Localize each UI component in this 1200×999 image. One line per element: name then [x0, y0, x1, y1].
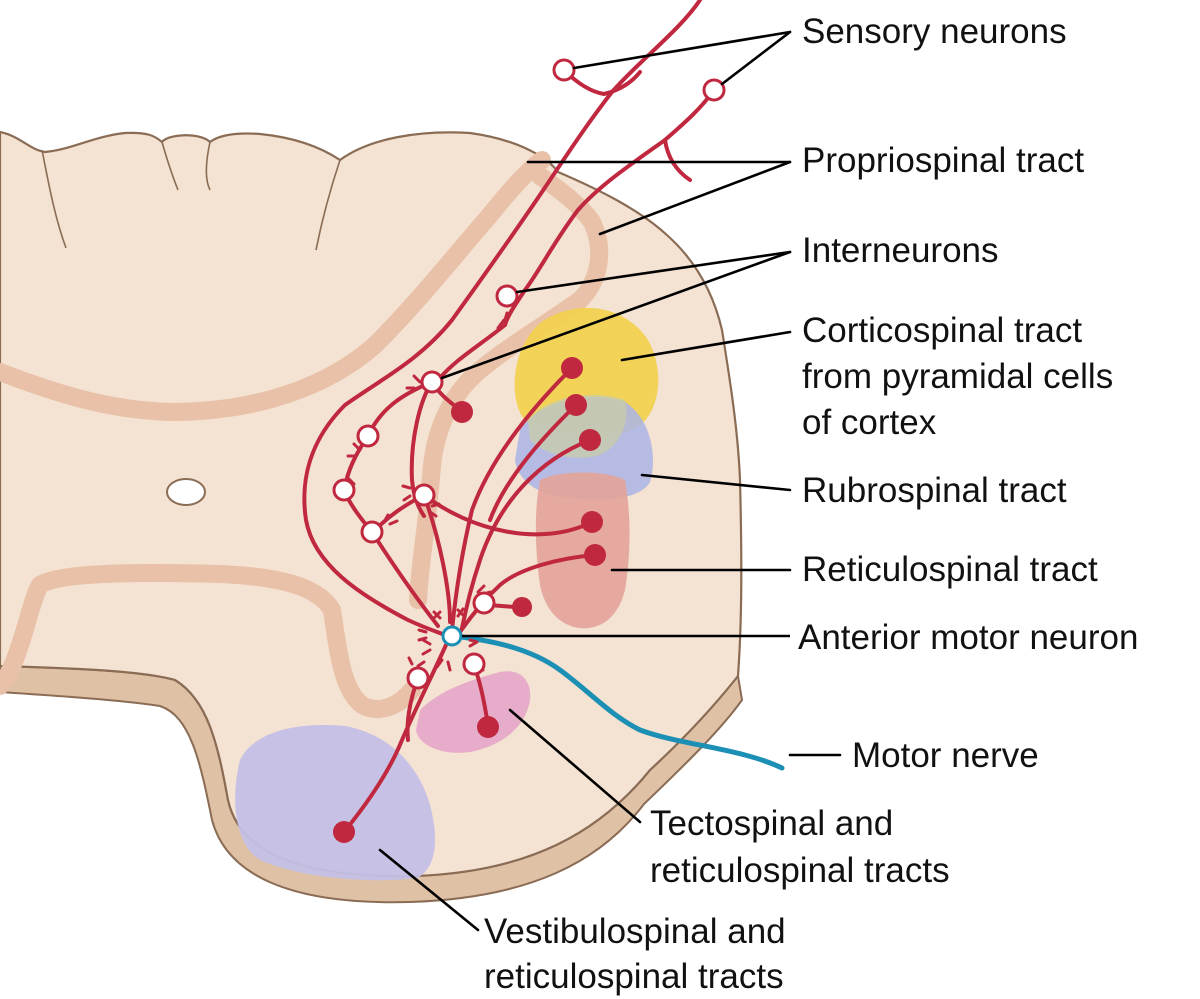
tract-overlap-region [528, 394, 627, 458]
label-tectospinal-line2: reticulospinal tracts [650, 851, 950, 890]
posterior-sulcus [41, 141, 341, 251]
corticospinal-fiber [450, 366, 574, 632]
interneuron-terminal-dot [451, 401, 473, 423]
labels: Sensory neurons Propriospinal tract Inte… [484, 12, 1138, 996]
vestibulospinal-tract-region [235, 725, 436, 881]
central-canal [166, 478, 206, 506]
vestibulospinal-fiber [342, 643, 448, 834]
tract-regions [235, 307, 659, 881]
label-corticospinal-line1: Corticospinal tract [802, 311, 1082, 350]
interneuron-lateral [422, 493, 594, 537]
reticulo-terminal-dot [512, 597, 532, 617]
sensory-neuron-2-body [702, 78, 726, 102]
label-anterior-motor-neuron: Anterior motor neuron [798, 618, 1138, 657]
interneuron-body-9 [462, 652, 486, 676]
reticulospinal-cell-dot-2 [584, 544, 606, 566]
label-vestibulospinal-line2: reticulospinal tracts [484, 957, 784, 996]
open-neuron-bodies [332, 58, 726, 690]
leader-inter-1 [515, 250, 792, 294]
label-reticulospinal-tract: Reticulospinal tract [802, 550, 1098, 589]
leader-sensory-2 [720, 30, 792, 86]
label-corticospinal-line2: from pyramidal cells [802, 357, 1113, 396]
leader-vestibulospinal [378, 848, 480, 932]
interneuron-to-motor-2 [422, 493, 452, 624]
corticospinal-cell-dot [561, 357, 583, 379]
sensory-neuron-2-branch [663, 138, 692, 182]
sensory-neuron-1-axon [302, 0, 702, 638]
label-motor-nerve: Motor nerve [852, 736, 1039, 775]
interneuron-body-2 [420, 370, 444, 394]
label-propriospinal-tract: Propriospinal tract [802, 141, 1084, 180]
vestibulospinal-cell-dot [333, 821, 355, 843]
reticulospinal-tract-region [535, 472, 630, 629]
interneuron-body-4 [332, 478, 356, 502]
label-corticospinal-line3: of cortex [802, 403, 937, 442]
interneuron-chain-b [409, 380, 434, 518]
interneuron-body-1 [495, 284, 519, 308]
label-interneurons: Interneurons [802, 231, 999, 270]
rubrospinal-fiber-2 [460, 438, 592, 630]
sensory-neuron-1-dendrite [562, 68, 642, 96]
leader-sensory-1 [572, 30, 792, 70]
interneuron-body-6 [360, 520, 384, 544]
interneuron-chain-a [438, 323, 507, 380]
interneuron-body-5 [412, 483, 436, 507]
leader-inter-2 [440, 250, 792, 380]
solid-neuron-bodies [333, 357, 606, 843]
label-tectospinal-line1: Tectospinal and [650, 804, 893, 843]
interneuron-body-8 [406, 666, 430, 690]
rubrospinal-cell-dot-1 [565, 394, 587, 416]
label-vestibulospinal-line1: Vestibulospinal and [484, 912, 786, 951]
label-sensory-neurons: Sensory neurons [802, 12, 1067, 51]
interneuron-body-3 [356, 424, 380, 448]
label-rubrospinal-tract: Rubrospinal tract [802, 471, 1067, 510]
leader-rubrospinal [640, 473, 792, 492]
reticulospinal-cell-dot-1 [581, 511, 603, 533]
neuron-pathways [302, 0, 716, 834]
anterior-motor-neuron-body [441, 625, 463, 647]
leader-tectospinal [508, 708, 642, 824]
rubrospinal-fiber-1 [488, 403, 578, 522]
motor-nerve-axon [449, 633, 785, 771]
sensory-neuron-2-axon [503, 88, 716, 327]
interneuron-body-7 [472, 591, 496, 615]
tectospinal-tract-region [416, 671, 531, 753]
leader-lines [378, 30, 842, 932]
rubrospinal-cell-dot-2 [579, 429, 601, 451]
leader-proprio-2 [598, 160, 792, 236]
leader-corticospinal [620, 330, 792, 362]
sensory-neuron-1-body [552, 58, 576, 82]
tectospinal-cell-dot [477, 716, 499, 738]
